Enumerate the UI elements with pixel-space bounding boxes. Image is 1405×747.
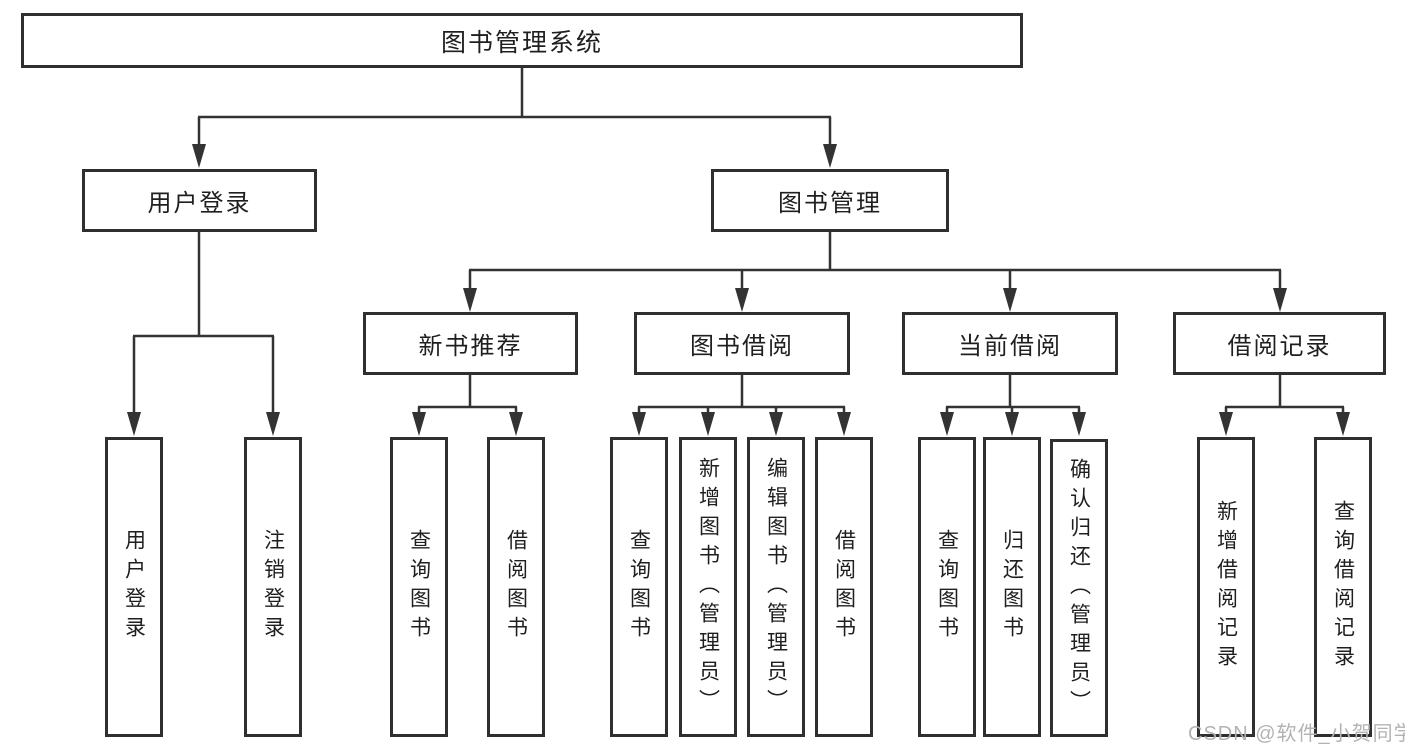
leaf-label: 注销登录	[261, 529, 285, 645]
leaf-label: 归还图书	[1000, 529, 1024, 645]
node-current-borrow: 当前借阅	[902, 312, 1118, 375]
leaf-label: 确认归还（管理员）	[1067, 457, 1091, 719]
leaf-label: 查询图书	[407, 529, 431, 645]
node-label: 当前借阅	[958, 333, 1062, 360]
node-label: 图书管理	[778, 190, 882, 217]
node-label: 图书借阅	[690, 333, 794, 360]
node-label: 新书推荐	[418, 333, 523, 360]
leaf-label: 借阅图书	[504, 529, 528, 645]
leaf-return-book: 归还图书	[983, 437, 1041, 737]
node-borrow-records: 借阅记录	[1173, 312, 1386, 375]
node-user-login: 用户登录	[82, 169, 317, 232]
leaf-label: 查询借阅记录	[1331, 500, 1355, 674]
leaf-label: 查询图书	[627, 529, 651, 645]
leaf-query-books-2: 查询图书	[610, 437, 668, 737]
leaf-logout: 注销登录	[244, 437, 302, 737]
leaf-user-login: 用户登录	[105, 437, 163, 737]
leaf-label: 新增图书（管理员）	[696, 456, 720, 718]
leaf-query-books-3: 查询图书	[918, 437, 976, 737]
node-label: 图书管理系统	[440, 28, 603, 57]
leaf-add-borrow-record: 新增借阅记录	[1197, 437, 1255, 737]
node-label: 借阅记录	[1227, 333, 1332, 360]
leaf-confirm-return-admin: 确认归还（管理员）	[1050, 439, 1108, 737]
leaf-query-borrow-record: 查询借阅记录	[1314, 437, 1372, 737]
leaf-add-book-admin: 新增图书（管理员）	[679, 437, 737, 737]
leaf-label: 查询图书	[935, 529, 959, 645]
node-book-management: 图书管理	[711, 169, 949, 232]
leaf-label: 借阅图书	[832, 529, 856, 645]
node-library-management-system: 图书管理系统	[21, 13, 1023, 68]
watermark-text: CSDN @软件_小贺同学	[1188, 723, 1405, 745]
leaf-edit-book-admin: 编辑图书（管理员）	[747, 437, 805, 737]
leaf-borrow-books-2: 借阅图书	[815, 437, 873, 737]
leaf-query-books-1: 查询图书	[390, 437, 448, 737]
leaf-borrow-books-1: 借阅图书	[487, 437, 545, 737]
leaf-label: 编辑图书（管理员）	[764, 456, 788, 718]
leaf-label: 用户登录	[122, 529, 146, 645]
leaf-label: 新增借阅记录	[1214, 500, 1238, 674]
node-new-book-recommend: 新书推荐	[363, 312, 578, 375]
node-book-borrow: 图书借阅	[634, 312, 850, 375]
node-label: 用户登录	[147, 190, 252, 217]
